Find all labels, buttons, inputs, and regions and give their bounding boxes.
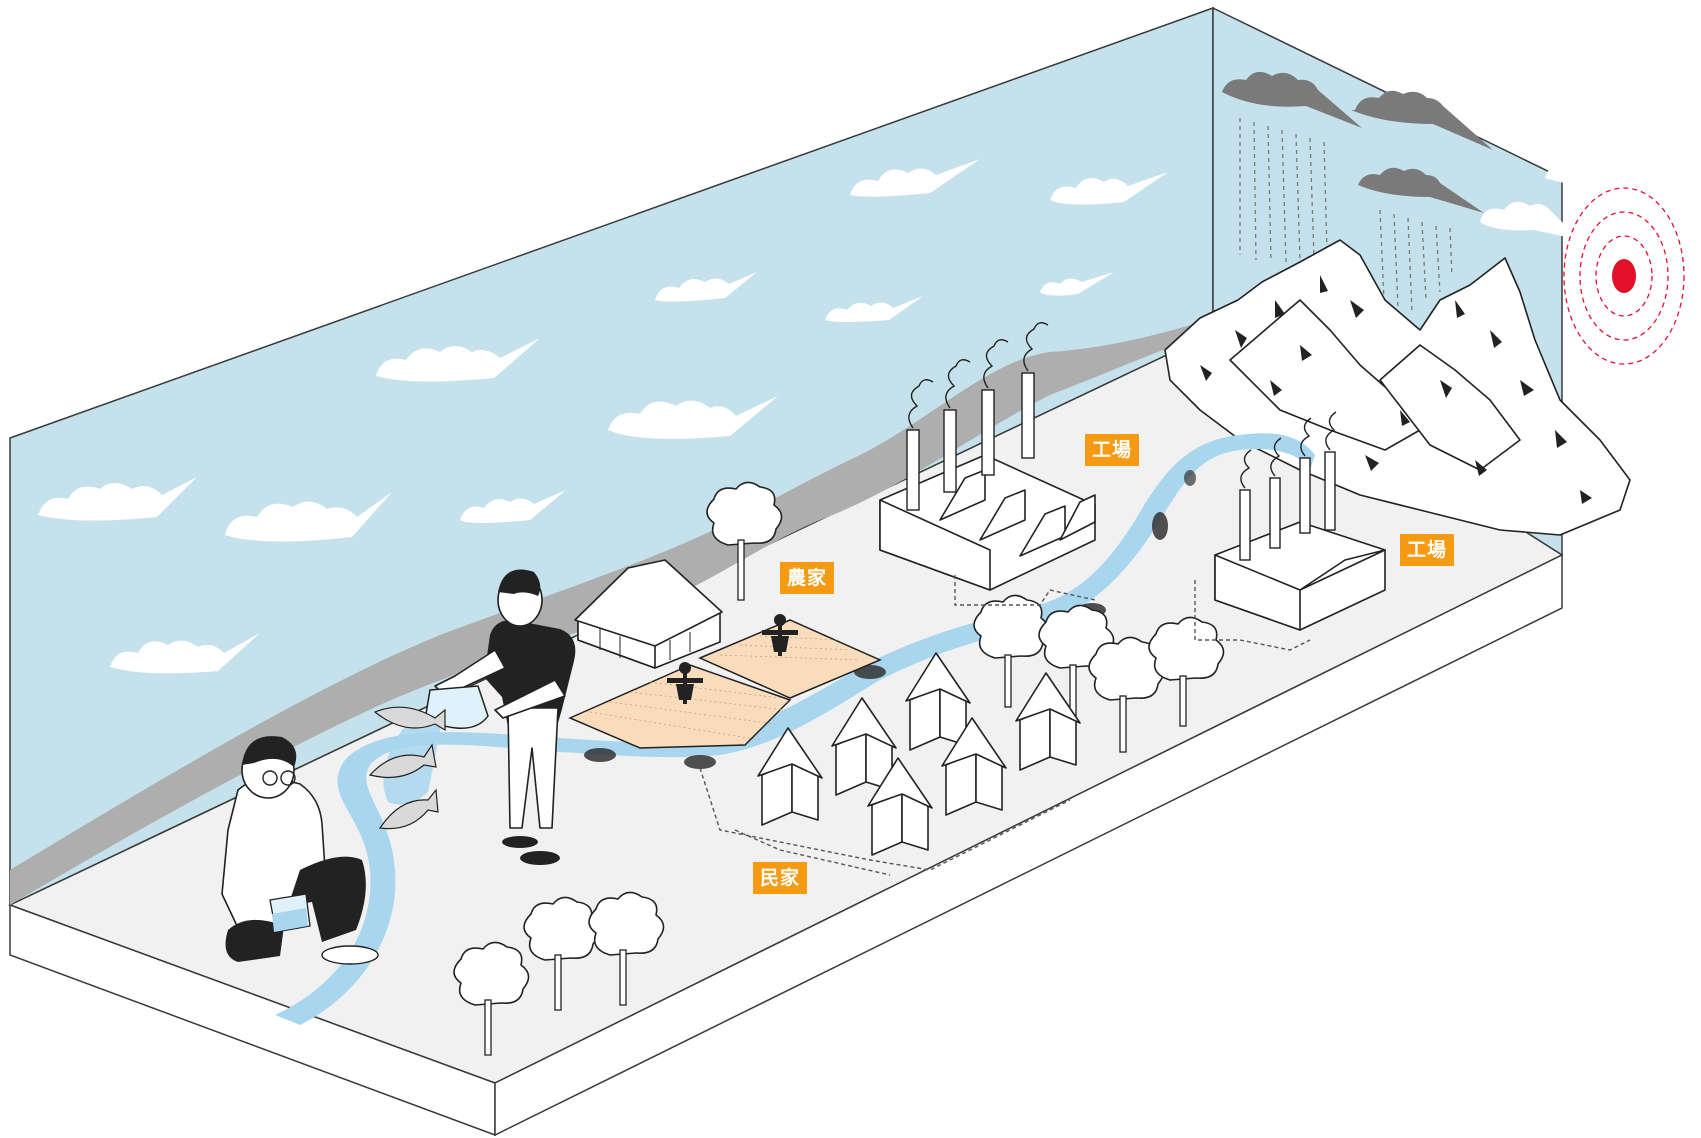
cloud-icon	[225, 492, 392, 542]
fish-icon	[368, 706, 446, 830]
river	[275, 433, 1315, 1025]
cloud-icon	[608, 396, 778, 439]
scarecrow-icon	[667, 662, 703, 704]
tree-icon	[706, 481, 783, 601]
cloud-icon	[1040, 272, 1114, 296]
house-icon	[757, 727, 823, 826]
cloud-icon	[38, 477, 197, 521]
label-houses: 民家	[753, 862, 808, 894]
tree-icon	[588, 891, 665, 1006]
front-face	[9, 553, 1563, 1137]
tree-icon	[1148, 616, 1225, 727]
label-farmhouse: 農家	[780, 562, 835, 594]
farmhouse-icon	[574, 559, 723, 669]
cloud-icon	[1545, 161, 1621, 194]
alert-signal-icon	[1563, 187, 1685, 365]
label-factory-right: 工場	[1400, 534, 1455, 566]
tree-icon	[1088, 636, 1165, 753]
tree-icon	[523, 896, 600, 1011]
cloud-icon	[376, 338, 540, 382]
mountains	[1164, 239, 1631, 536]
house-icon	[905, 652, 971, 751]
house-icon	[941, 717, 1007, 816]
house-icon	[831, 697, 897, 796]
label-factory-left: 工場	[1085, 434, 1140, 466]
house-icon	[867, 757, 933, 856]
cloud-icon	[850, 159, 980, 197]
house-icon	[1015, 672, 1081, 771]
cloud-icon	[110, 633, 260, 674]
tree-icon	[453, 941, 530, 1056]
scarecrow-icon	[762, 614, 798, 656]
cloud-icon	[825, 296, 923, 322]
cloud-icon	[1480, 201, 1580, 240]
cloud-icon	[655, 272, 757, 302]
tree-icon	[973, 594, 1050, 708]
scientist-icon	[221, 736, 379, 965]
houses	[699, 652, 1081, 876]
rice-fields	[568, 614, 882, 749]
fisherman-icon	[368, 569, 576, 865]
factory-icon	[1194, 411, 1386, 651]
rain-cloud-icon	[1222, 71, 1493, 313]
factory-icon	[879, 322, 1096, 606]
trees	[453, 481, 1225, 1056]
cloud-icon	[1050, 172, 1168, 205]
cloud-icon	[460, 490, 566, 523]
